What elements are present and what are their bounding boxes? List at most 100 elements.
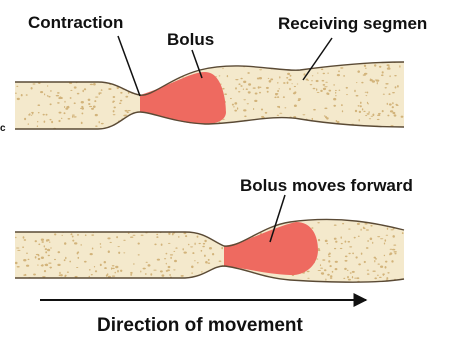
speckle-dot [333,84,334,86]
speckle-dot [320,268,323,269]
speckle-dot [138,243,140,245]
edge-fragment: c [0,123,6,134]
speckle-dot [329,90,332,92]
speckle-dot [82,62,84,63]
speckle-dot [361,253,363,255]
speckle-dot [137,223,140,226]
speckle-dot [112,265,115,266]
speckle-dot [31,87,33,90]
speckle-dot [401,223,404,225]
speckle-dot [388,93,390,95]
speckle-dot [23,259,26,261]
speckle-dot [123,252,125,253]
speckle-dot [399,65,400,67]
speckle-dot [234,110,237,112]
speckle-dot [170,254,173,255]
speckle-dot [302,66,305,67]
speckle-dot [82,61,83,63]
speckle-dot [173,269,175,270]
speckle-dot [168,266,171,268]
speckle-dot [127,111,129,113]
speckle-dot [45,264,48,267]
speckle-dot [35,256,37,258]
speckle-dot [21,65,23,67]
speckle-dot [101,89,103,91]
speckle-dot [392,249,395,251]
speckle-dot [318,62,321,64]
speckle-dot [91,274,93,275]
speckle-dot [45,248,47,250]
speckle-dot [247,275,249,277]
speckle-dot [81,69,82,70]
speckle-dot [110,226,113,228]
speckle-dot [375,258,377,259]
speckle-dot [377,119,380,120]
speckle-dot [238,83,240,85]
speckle-dot [138,254,140,255]
speckle-dot [52,228,54,230]
speckle-dot [126,283,128,284]
speckle-dot [44,93,45,95]
speckle-dot [68,106,69,108]
speckle-dot [125,96,128,98]
speckle-dot [392,92,395,93]
speckle-dot [268,78,270,79]
speckle-dot [95,97,98,98]
speckle-dot [311,124,313,126]
speckle-dot [349,246,352,247]
speckle-dot [290,75,292,77]
speckle-dot [240,230,242,233]
speckle-dot [340,236,341,238]
top-bolus [140,72,226,124]
speckle-dot [203,243,205,245]
speckle-dot [60,274,63,276]
speckle-dot [141,235,144,236]
speckle-dot [218,283,221,286]
speckle-dot [69,261,71,263]
speckle-dot [197,262,199,263]
speckle-dot [325,278,326,280]
speckle-dot [128,233,130,234]
speckle-dot [328,256,331,257]
speckle-dot [322,80,325,82]
speckle-dot [394,251,397,252]
speckle-dot [327,73,328,74]
speckle-dot [71,233,73,235]
speckle-dot [244,224,247,226]
speckle-dot [402,232,404,234]
speckle-dot [15,237,16,238]
speckle-dot [140,271,141,273]
speckle-dot [389,75,390,77]
speckle-dot [193,64,196,66]
speckle-dot [120,92,122,94]
speckle-dot [122,78,123,79]
speckle-dot [23,67,25,68]
speckle-dot [398,226,400,228]
speckle-dot [397,85,399,88]
speckle-dot [385,87,387,88]
speckle-dot [65,225,68,226]
speckle-dot [368,111,369,113]
speckle-dot [338,70,340,72]
speckle-dot [86,283,88,285]
speckle-dot [99,121,100,123]
speckle-dot [234,221,237,223]
speckle-dot [128,78,130,80]
speckle-dot [38,244,40,246]
speckle-dot [123,240,126,241]
speckle-dot [245,220,248,221]
speckle-dot [335,241,337,243]
speckle-dot [244,115,246,117]
speckle-dot [358,263,361,265]
speckle-dot [90,69,93,72]
speckle-dot [74,242,77,244]
speckle-dot [64,112,66,114]
speckle-dot [26,265,29,267]
speckle-dot [247,103,249,104]
speckle-dot [112,101,113,103]
speckle-dot [88,99,91,101]
speckle-dot [24,75,26,76]
speckle-dot [38,220,41,221]
speckle-dot [48,262,51,263]
speckle-dot [139,119,142,121]
